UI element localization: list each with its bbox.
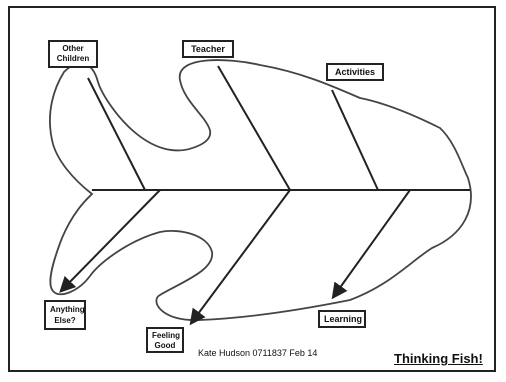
label-anything-else: Anything Else? <box>44 300 86 330</box>
bone-activities <box>332 90 378 190</box>
diagram-title: Thinking Fish! <box>394 351 483 366</box>
bone-feeling-good <box>192 190 290 322</box>
bone-teacher <box>218 66 290 190</box>
label-other-children: Other Children <box>48 40 98 68</box>
label-teacher: Teacher <box>182 40 234 58</box>
bone-anything-else <box>62 190 160 290</box>
bone-learning <box>334 190 410 296</box>
label-activities: Activities <box>326 63 384 81</box>
credit-text: Kate Hudson 0711837 Feb 14 <box>198 348 317 358</box>
label-feeling-good: Feeling Good <box>146 327 184 353</box>
label-learning: Learning <box>318 310 366 328</box>
